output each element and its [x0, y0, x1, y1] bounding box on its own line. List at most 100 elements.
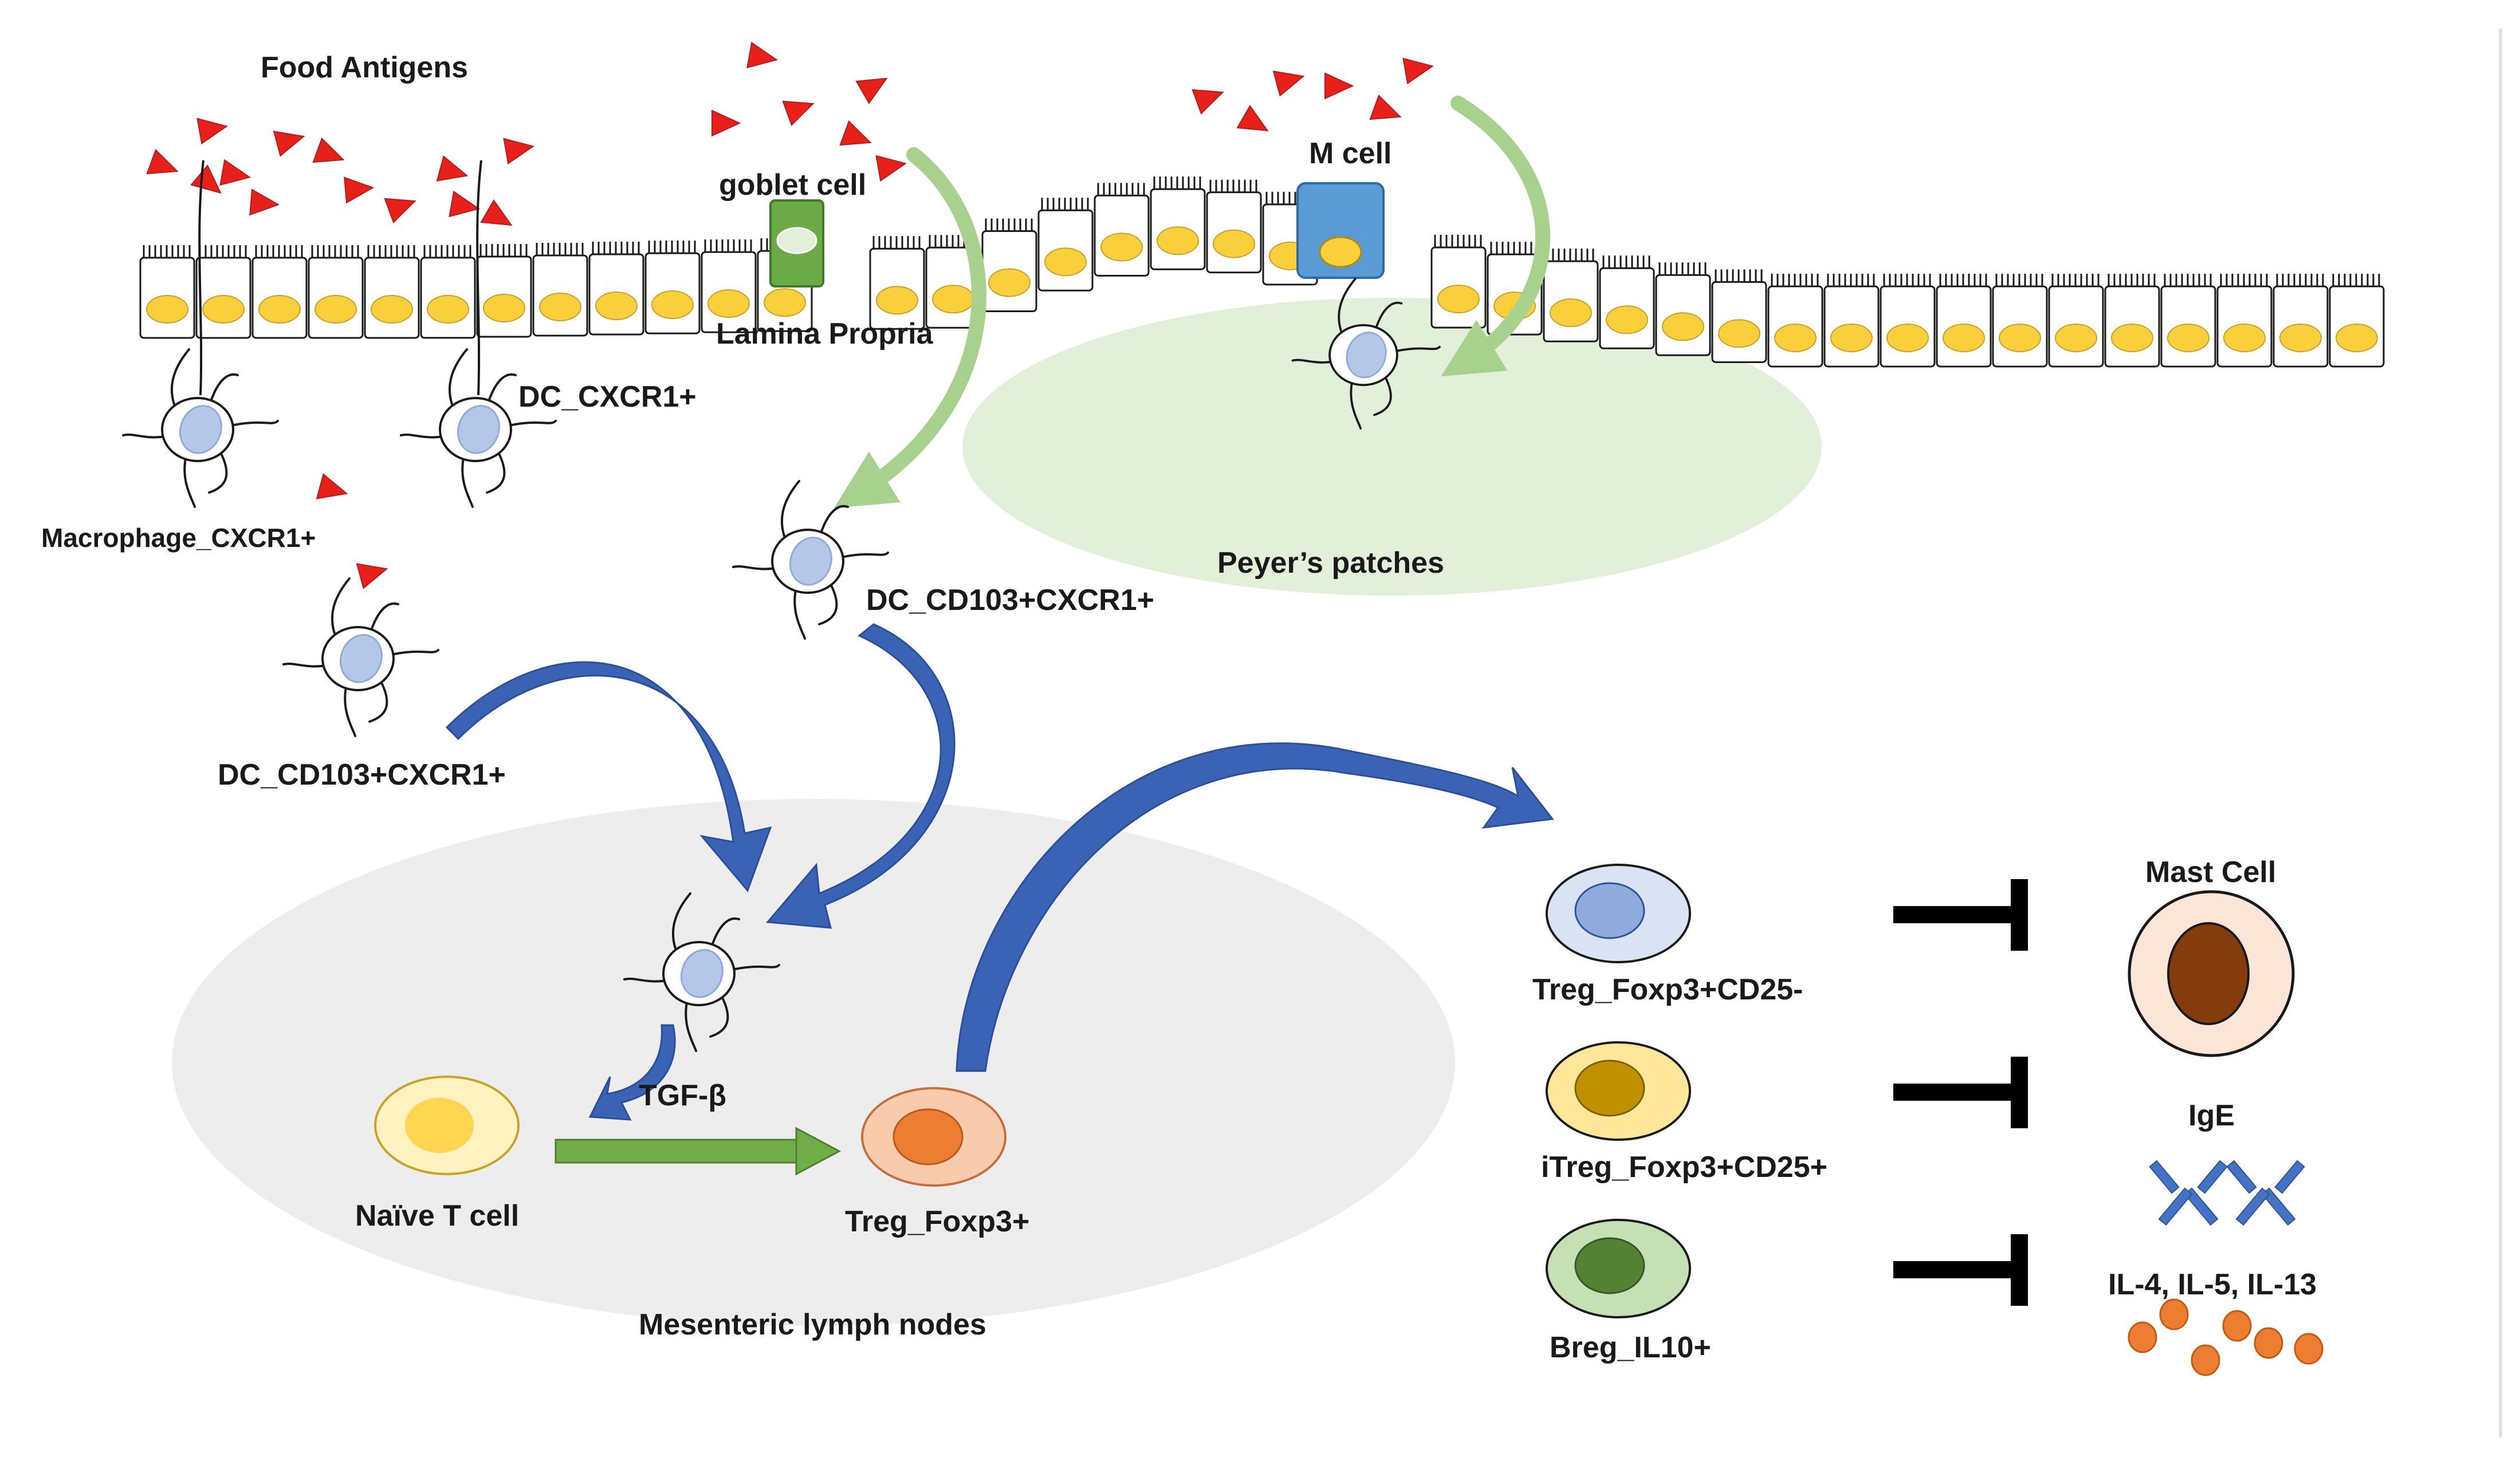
antigen-triangle-icon — [316, 473, 348, 499]
antigen-triangle-icon — [356, 563, 388, 589]
epithelial-cell-icon — [195, 245, 251, 339]
epithelial-cell-icon — [139, 245, 195, 339]
tgf-beta-arrow — [588, 1024, 676, 1121]
dendritic-cells — [122, 160, 1441, 1052]
dendritic-cell-icon — [400, 160, 557, 508]
dendritic-cell-icon — [1291, 278, 1441, 430]
naive-t-cell-label: Naïve T cell — [355, 1199, 519, 1232]
inhibition-icon — [1893, 879, 2028, 951]
mast-cell — [2128, 890, 2295, 1057]
mesenteric-lymph-node-region — [172, 799, 1455, 1326]
antigen-triangle-icon — [1192, 89, 1224, 115]
dc-left-to-lymph-arrow — [445, 661, 772, 892]
itreg-label: iTreg_Foxp3+CD25+ — [1541, 1151, 1827, 1184]
ige-label: IgE — [2188, 1099, 2235, 1132]
itreg-cell — [1546, 1041, 1691, 1141]
epithelial-cell-icon — [981, 218, 1037, 313]
epithelial-cell-icon — [2048, 274, 2104, 368]
epithelial-cell-icon — [1823, 274, 1880, 368]
antigen-triangle-icon — [1236, 105, 1269, 132]
epithelial-cell-icon — [701, 239, 757, 333]
epithelial-cell-icon — [1150, 176, 1206, 270]
dc-cd103-right-label: DC_CD103+CXCR1+ — [866, 584, 1154, 617]
antigen-triangle-icon — [782, 100, 815, 127]
epithelial-cell-icon — [251, 245, 308, 339]
antigen-triangle-icon — [384, 198, 416, 224]
m-cell-transport-arrow — [1441, 96, 1551, 377]
inhibition-icon — [1893, 1234, 2028, 1306]
antigen-triangle-icon — [1272, 70, 1305, 97]
goblet-cell-label: goblet cell — [719, 168, 866, 202]
lamina-propria-label: Lamina Propria — [716, 317, 934, 351]
epithelial-cell-icon — [1992, 274, 2048, 368]
antigen-triangle-icon — [1324, 72, 1354, 100]
antigen-triangle-icon — [1402, 57, 1434, 85]
epithelial-cell-icon — [588, 242, 644, 336]
epithelial-cell-icon — [2160, 274, 2216, 368]
ige-antibody-icon — [2149, 1160, 2228, 1226]
antigen-triangle-icon — [146, 148, 179, 175]
epithelial-cell-icon — [1936, 274, 1992, 368]
antigen-triangle-icon — [1369, 94, 1402, 120]
tgf-beta-label: TGF-β — [639, 1079, 726, 1112]
m-cell — [1296, 182, 1385, 279]
epithelial-cell-icon — [308, 245, 364, 339]
breg-label: Breg_IL10+ — [1550, 1331, 1711, 1364]
antigen-triangle-icon — [312, 137, 345, 163]
epithelial-cell-icon — [1543, 249, 1599, 342]
treg-cd25neg-label: Treg_Foxp3+CD25- — [1532, 973, 1803, 1006]
mesenteric-lymph-nodes-label: Mesenteric lymph nodes — [639, 1308, 986, 1341]
antigen-triangle-icon — [875, 155, 907, 182]
epithelial-cell-icon — [644, 241, 701, 334]
mast-cell-label: Mast Cell — [2145, 856, 2276, 889]
treg-to-effector-arrow — [956, 742, 1554, 1072]
epithelial-cell-icon — [869, 236, 925, 330]
epithelial-cell-icon — [1430, 235, 1487, 329]
treg-cd25neg-cell — [1546, 864, 1691, 963]
differentiation-arrow — [555, 1127, 842, 1176]
dendritic-cell-icon — [623, 892, 780, 1052]
antigen-triangle-icon — [746, 41, 778, 69]
treg-foxp3-label: Treg_Foxp3+ — [845, 1205, 1029, 1238]
epithelial-cell-icon — [2104, 274, 2160, 368]
dc-right-to-lymph-arrow — [765, 623, 956, 929]
interleukin-dots — [2128, 1298, 2324, 1376]
intestinal-epithelium — [139, 176, 2385, 368]
food-antigen-triangles — [146, 41, 1434, 589]
epithelial-cell-icon — [1767, 274, 1823, 368]
epithelial-cell-icon — [476, 243, 532, 338]
epithelial-cell-icon — [2329, 274, 2385, 368]
goblet-cell — [769, 199, 824, 288]
naive-t-cell — [374, 1076, 520, 1175]
ige-antibody-icon — [2226, 1160, 2305, 1226]
antigen-triangle-icon — [190, 164, 222, 194]
macrophage-label: Macrophage_CXCR1+ — [41, 523, 316, 553]
antigen-triangle-icon — [196, 117, 228, 145]
epithelial-cell-icon — [1880, 274, 1936, 368]
food-antigens-label: Food Antigens — [261, 51, 468, 84]
antigen-triangle-icon — [249, 188, 280, 216]
dc-cd103-left-label: DC_CD103+CXCR1+ — [218, 758, 506, 791]
antigen-triangle-icon — [219, 159, 251, 186]
interleukins-label: IL-4, IL-5, IL-13 — [2108, 1268, 2317, 1301]
antigen-triangle-icon — [480, 199, 513, 226]
antigen-triangle-icon — [855, 77, 888, 104]
epithelial-cell-icon — [2216, 274, 2273, 368]
epithelial-cell-icon — [1094, 183, 1150, 277]
antigen-triangle-icon — [503, 137, 534, 165]
antigen-triangle-icon — [273, 131, 305, 157]
epithelial-cell-icon — [1655, 262, 1711, 356]
peyers-patches-region — [962, 298, 1822, 596]
epithelial-cell-icon — [1599, 255, 1655, 349]
epithelial-cell-icon — [1037, 198, 1094, 292]
breg-cell — [1546, 1219, 1691, 1318]
antigen-triangle-icon — [344, 176, 375, 204]
antigen-triangle-icon — [839, 120, 872, 146]
epithelial-cell-icon — [1711, 269, 1767, 363]
ige-antibodies — [2149, 1160, 2305, 1226]
antigen-triangle-icon — [449, 190, 480, 218]
epithelial-cell-icon — [364, 245, 420, 339]
migration-arrows — [445, 623, 1554, 1121]
dendritic-cell-icon — [282, 577, 439, 737]
